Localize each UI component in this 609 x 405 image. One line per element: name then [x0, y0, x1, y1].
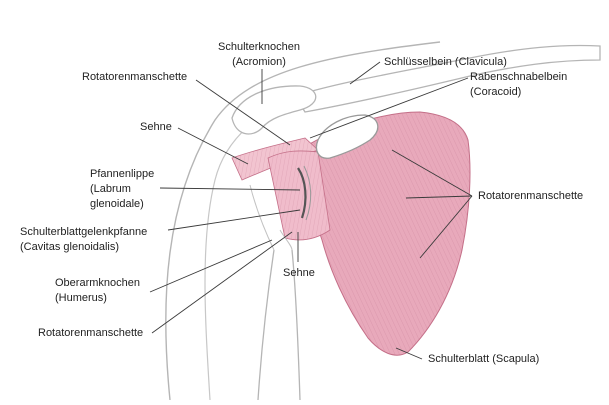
- label-labrum-line2: (Labrum: [90, 182, 154, 197]
- label-clavicula: Schlüsselbein (Clavicula): [384, 55, 507, 70]
- label-sehne-left: Sehne: [140, 120, 172, 135]
- label-scapula: Schulterblatt (Scapula): [428, 352, 539, 367]
- label-humerus-line2: (Humerus): [55, 291, 140, 306]
- label-rotator-right: Rotatorenmanschette: [478, 189, 583, 204]
- label-coracoid-line2: (Coracoid): [470, 85, 567, 100]
- leader-sehne-left: [178, 128, 248, 164]
- label-cavitas-line1: Schulterblattgelenkpfanne: [20, 225, 147, 240]
- label-humerus: Oberarmknochen (Humerus): [55, 276, 140, 306]
- label-rotator-bottom: Rotatorenmanschette: [38, 326, 143, 341]
- label-cavitas: Schulterblattgelenkpfanne (Cavitas gleno…: [20, 225, 147, 255]
- label-labrum: Pfannenlippe (Labrum glenoidale): [90, 167, 154, 212]
- label-coracoid: Rabenschnabelbein (Coracoid): [470, 70, 567, 100]
- label-sehne-lower: Sehne: [283, 266, 315, 281]
- label-labrum-line3: glenoidale): [90, 197, 154, 212]
- label-cavitas-line2: (Cavitas glenoidalis): [20, 240, 147, 255]
- label-acromion-line2: (Acromion): [218, 55, 300, 70]
- label-acromion-line1: Schulterknochen: [218, 40, 300, 55]
- label-labrum-line1: Pfannenlippe: [90, 167, 154, 182]
- label-rotator-top: Rotatorenmanschette: [82, 70, 187, 85]
- label-coracoid-line1: Rabenschnabelbein: [470, 70, 567, 85]
- label-acromion: Schulterknochen (Acromion): [218, 40, 300, 70]
- label-humerus-line1: Oberarmknochen: [55, 276, 140, 291]
- leader-cavitas: [168, 210, 300, 230]
